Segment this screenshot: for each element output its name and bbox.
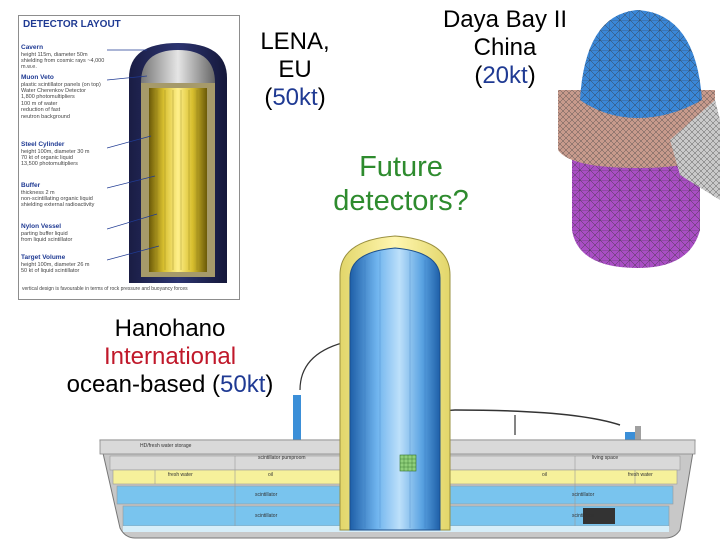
label-oil-right: oil bbox=[542, 472, 548, 478]
daya-bay-mass: 20kt bbox=[482, 62, 528, 89]
lena-title: LENA, EU (50kt) bbox=[260, 28, 330, 111]
future-detectors-title: Future detectors? bbox=[333, 151, 469, 217]
label-scint-left2: scintillator bbox=[255, 513, 278, 519]
lena-layout-panel: DETECTOR LAYOUT Cavern height 115m, diam… bbox=[18, 15, 240, 300]
label-scint-right2: scintillator bbox=[572, 513, 595, 519]
label-scint-left: scintillator bbox=[255, 492, 278, 498]
label-scint-pump: scintillator pumproom bbox=[258, 455, 306, 461]
label-fresh-water-right: fresh water bbox=[628, 472, 653, 478]
daya-bay-title: Daya Bay II China (20kt) bbox=[442, 6, 568, 89]
label-oil-left: oil bbox=[268, 472, 274, 478]
lena-note: vertical design is favourable in terms o… bbox=[22, 286, 188, 292]
label-living-space: living space bbox=[592, 455, 619, 461]
label-fresh-water-left: fresh water bbox=[168, 472, 193, 478]
lena-item-steel-cylinder: Steel Cylinder height 100m, diameter 30 … bbox=[21, 141, 90, 168]
label-scint-right: scintillator bbox=[572, 492, 595, 498]
hanohano-ship-diagram bbox=[99, 235, 696, 539]
lena-item-muon-veto: Muon Veto plastic scintillator panels (o… bbox=[21, 74, 101, 120]
hanohano-title: Hanohano International ocean-based (50kt… bbox=[66, 315, 274, 398]
lena-detector-diagram bbox=[129, 43, 227, 283]
hanohano-mass: 50kt bbox=[220, 371, 266, 398]
lena-mass: 50kt bbox=[272, 84, 318, 111]
lena-item-target-volume: Target Volume height 100m, diameter 26 m… bbox=[21, 254, 90, 274]
pipe-icon bbox=[293, 395, 301, 440]
label-storage: HD/fresh water storage bbox=[140, 443, 192, 449]
daya-bay-detector-diagram bbox=[558, 10, 720, 268]
lena-panel-title: DETECTOR LAYOUT bbox=[23, 19, 121, 30]
lena-pointer-lines bbox=[107, 49, 160, 261]
